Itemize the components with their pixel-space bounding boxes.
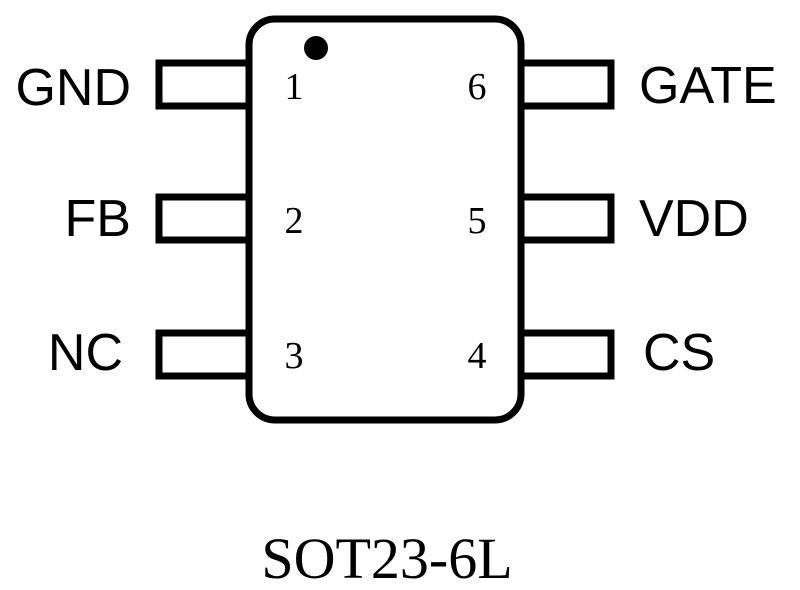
pin-lead-5 xyxy=(517,193,615,244)
pin-lead-2 xyxy=(155,193,253,244)
pin-label-2: FB xyxy=(65,190,131,248)
pin-label-3: NC xyxy=(48,324,123,382)
pin-number-5: 5 xyxy=(468,200,487,242)
pin-number-2: 2 xyxy=(285,200,304,242)
package-name: SOT23-6L xyxy=(261,526,512,590)
pin-label-1: GND xyxy=(15,59,131,117)
pin-number-3: 3 xyxy=(285,335,304,377)
pin-lead-1 xyxy=(155,59,253,110)
pin-lead-4 xyxy=(517,329,615,380)
pin-number-6: 6 xyxy=(468,66,487,108)
pin-number-1: 1 xyxy=(285,66,304,108)
pin-number-4: 4 xyxy=(468,335,487,377)
pin1-marker-dot xyxy=(304,36,328,60)
pin-label-4: CS xyxy=(643,324,715,382)
pin-label-5: VDD xyxy=(639,190,749,248)
pin-lead-6 xyxy=(517,59,615,110)
pin-label-6: GATE xyxy=(639,57,777,115)
pin-lead-3 xyxy=(155,329,253,380)
